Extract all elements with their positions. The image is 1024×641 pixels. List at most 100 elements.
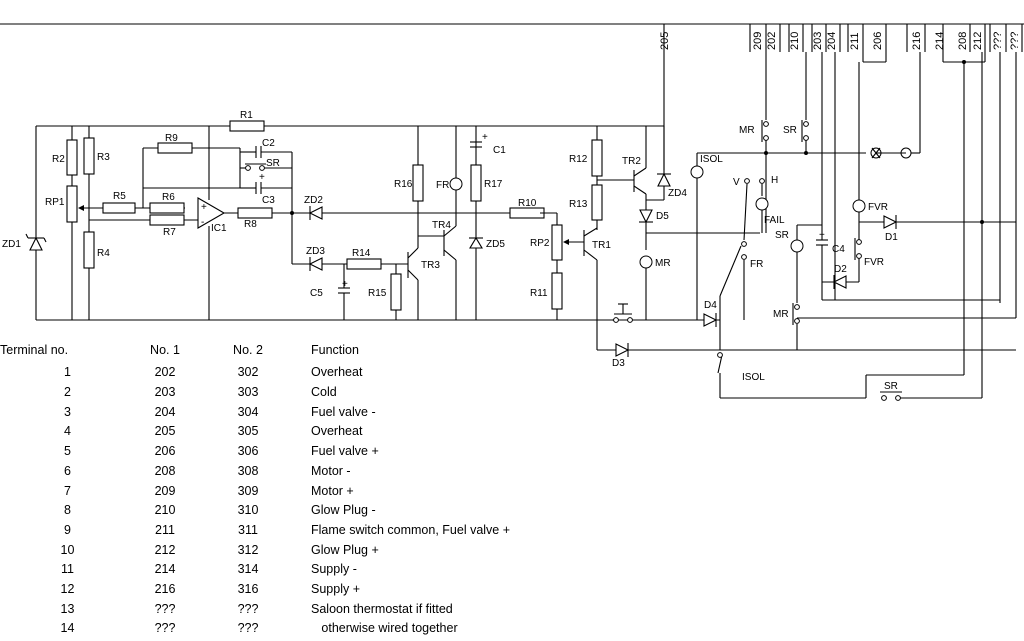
no1-cell: 204	[154, 405, 176, 419]
terminal-cell: 7	[64, 484, 71, 498]
R6-label: R6	[162, 192, 175, 203]
no2-cell: ???	[237, 621, 259, 635]
TR2-label: TR2	[622, 156, 641, 167]
IC1-label: IC1	[211, 223, 227, 234]
svg-text:+: +	[259, 172, 265, 183]
ZD2-label: ZD2	[304, 195, 323, 206]
MR-label: MR	[655, 258, 671, 269]
terminal-label: 210	[789, 32, 801, 50]
terminal-label: 208	[957, 32, 969, 50]
function-cell: Motor -	[311, 464, 351, 478]
MR-contact-label: MR	[739, 125, 755, 136]
no2-cell: 305	[237, 424, 259, 438]
terminal-cell: 4	[64, 424, 71, 438]
header-function: Function	[311, 343, 359, 357]
R14-label: R14	[352, 248, 371, 259]
R5-label: R5	[113, 191, 126, 202]
SR-coil-label: SR	[775, 230, 789, 241]
svg-text:+: +	[482, 132, 488, 143]
header-no1: No. 1	[150, 343, 180, 357]
terminal-cell: 11	[61, 562, 74, 576]
R13-label: R13	[569, 199, 588, 210]
SR-contact-label: SR	[783, 125, 797, 136]
terminal-cell: 5	[64, 444, 71, 458]
terminal-label: 209	[752, 32, 764, 50]
left-circuit: ZD1 R2 RP1 R3 R4 R5 R6 R7 R9	[2, 110, 1016, 399]
no2-cell: 303	[237, 385, 259, 399]
ISOL-switch-label: ISOL	[742, 372, 765, 383]
D5-label: D5	[656, 211, 669, 222]
V-label: V	[733, 177, 740, 188]
terminal-label: 203	[812, 32, 824, 50]
C2-label: C2	[262, 138, 275, 149]
D3-label: D3	[612, 358, 625, 369]
terminal-cell: 8	[64, 503, 71, 517]
R4-label: R4	[97, 248, 110, 259]
FAIL-label: FAIL	[764, 215, 785, 226]
terminal-label: 216	[911, 32, 923, 50]
svg-text:+: +	[201, 202, 207, 213]
R1-label: R1	[240, 110, 253, 121]
right-circuit: MR SR V H FAIL FR SR +	[719, 120, 1016, 401]
no1-cell: 210	[154, 503, 176, 517]
no1-cell: ???	[154, 602, 176, 616]
R8-label: R8	[244, 219, 257, 230]
TR3-label: TR3	[421, 260, 440, 271]
no1-cell: 209	[154, 484, 176, 498]
no1-cell: 216	[154, 582, 176, 596]
no2-cell: 302	[237, 365, 259, 379]
ZD3-label: ZD3	[306, 246, 325, 257]
terminal-cell: 13	[60, 602, 75, 616]
no2-cell: 308	[237, 464, 259, 478]
R17-label: R17	[484, 179, 503, 190]
terminal-label: 204	[826, 32, 838, 50]
SR-label: SR	[266, 158, 280, 169]
D1-label: D1	[885, 232, 898, 243]
D4-label: D4	[704, 300, 717, 311]
function-cell: Overheat	[311, 365, 363, 379]
no2-cell: ???	[237, 602, 259, 616]
no2-cell: 312	[237, 543, 259, 557]
terminal-cell: 14	[60, 621, 75, 635]
no2-cell: 316	[237, 582, 259, 596]
C1-label: C1	[493, 145, 506, 156]
ZD4-label: ZD4	[668, 188, 687, 199]
FVR-label: FVR	[868, 202, 888, 213]
terminal-cell: 2	[64, 385, 71, 399]
function-cell: Glow Plug +	[311, 543, 379, 557]
R9-label: R9	[165, 133, 178, 144]
ZD5-label: ZD5	[486, 239, 505, 250]
terminal-label: ???	[992, 32, 1004, 50]
R7-label: R7	[163, 227, 176, 238]
terminal-label: 205	[659, 32, 671, 50]
function-cell: Flame switch common, Fuel valve +	[311, 523, 511, 537]
C3-label: C3	[262, 195, 275, 206]
C5-label: C5	[310, 288, 323, 299]
TR1-label: TR1	[592, 240, 611, 251]
header-terminal: Terminal no.	[0, 343, 69, 357]
no2-cell: 309	[237, 484, 259, 498]
table-row: 13??????Saloon thermostat if fitted	[0, 602, 600, 620]
terminal-label: 214	[934, 32, 946, 50]
ZD1-label: ZD1	[2, 239, 21, 250]
terminal-cell: 6	[64, 464, 71, 478]
R3-label: R3	[97, 152, 110, 163]
RP1-label: RP1	[45, 197, 65, 208]
no2-cell: 304	[237, 405, 259, 419]
R15-label: R15	[368, 288, 387, 299]
R12-label: R12	[569, 154, 588, 165]
no2-cell: 314	[237, 562, 259, 576]
R2-label: R2	[52, 154, 65, 165]
FR-switch-label: FR	[750, 259, 763, 270]
terminal-label: 202	[766, 32, 778, 50]
function-cell: otherwise wired together	[311, 621, 458, 635]
no2-cell: 310	[237, 503, 259, 517]
function-cell: Glow Plug -	[311, 503, 376, 517]
